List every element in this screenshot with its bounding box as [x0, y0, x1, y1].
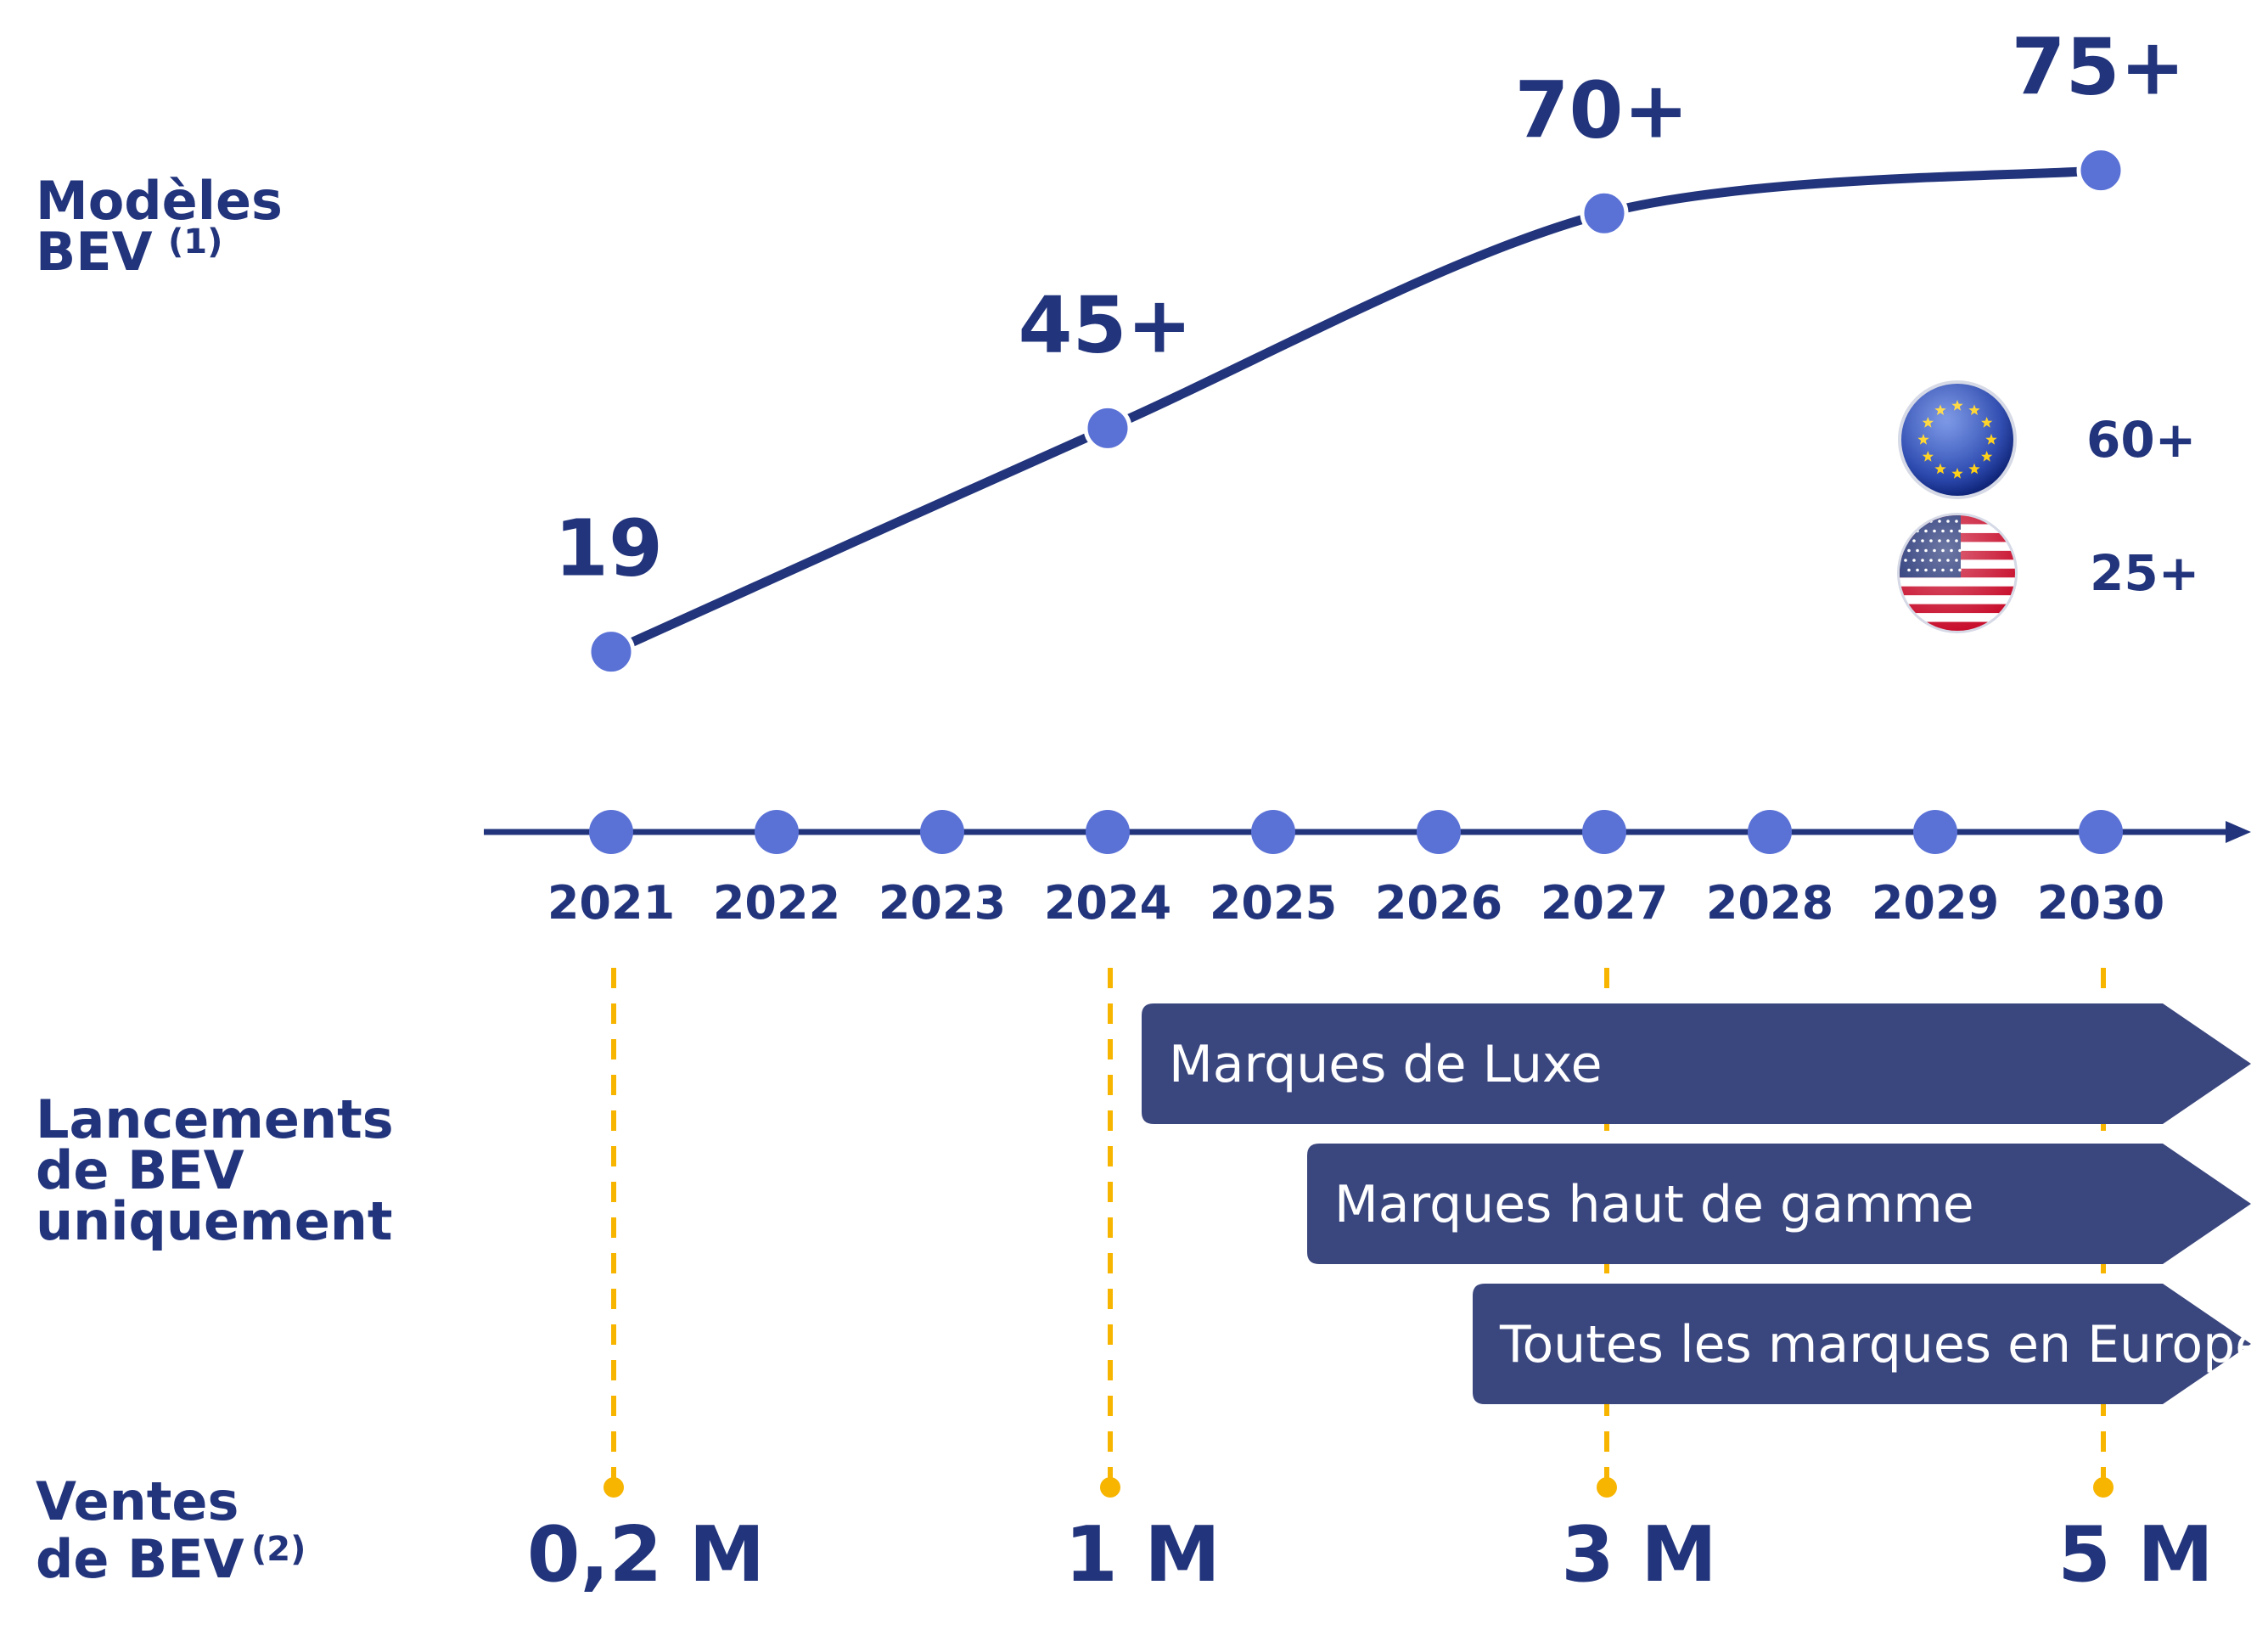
models-label-text: BEV [36, 221, 153, 283]
launch-arrow-label: Marques de Luxe [1169, 1035, 1603, 1094]
us-flag-icon [1897, 513, 2018, 633]
models-line [606, 166, 2106, 657]
axis-point-2027 [1582, 810, 1626, 854]
sales-dot-2021 [603, 1477, 624, 1498]
launch-arrow-label: Toutes les marques en Europe [1499, 1315, 2266, 1374]
axis-point-2030 [2079, 810, 2123, 854]
models-value-2021: 19 [554, 503, 663, 594]
year-label-2029: 2029 [1872, 876, 1999, 930]
axis-point-2023 [920, 810, 964, 854]
row-label-sales: Ventes de BEV (2) [36, 1470, 306, 1590]
row-label-launches: Lancements de BEV uniquement [36, 1088, 394, 1252]
sales-value-2030: 5 M [2057, 1510, 2214, 1599]
us-star [1921, 520, 1924, 523]
sales-dot-2027 [1597, 1477, 1617, 1498]
year-label-2027: 2027 [1541, 876, 1668, 930]
models-curve: 19 45+ 70+ 75+ [554, 22, 2186, 677]
models-point-2030 [2076, 146, 2125, 195]
launch-arrow-2: Marques haut de gamme [1307, 1144, 2251, 1264]
models-point-2024 [1083, 403, 1132, 452]
legend-eu-value: 60+ [2086, 411, 2196, 469]
us-star [1904, 520, 1907, 523]
sales-label-line-2: de BEV [36, 1528, 244, 1590]
sales-value-2024: 1 M [1064, 1510, 1221, 1599]
sales-value-2027: 3 M [1561, 1510, 1717, 1599]
sales-values: 0,2 M 1 M 3 M 5 M [527, 1510, 2214, 1599]
timeline-axis: 2021 2022 2023 2024 2025 2026 2027 2028 2029 2030 [484, 810, 2251, 930]
models-superscript: (1) [168, 222, 222, 261]
launch-arrow-shape [1473, 1284, 2251, 1404]
eu-flag-icon [1898, 380, 2017, 499]
sales-value-2021: 0,2 M [527, 1510, 765, 1599]
row-label-models: Modèles BEV (1) [36, 170, 283, 283]
axis-arrowhead [2226, 821, 2251, 843]
launch-arrow-1: Marques de Luxe [1142, 1003, 2251, 1124]
launch-arrow-shape [1142, 1003, 2251, 1124]
launches-label-line-3: uniquement [36, 1190, 393, 1252]
axis-point-2024 [1086, 810, 1130, 854]
year-label-2026: 2026 [1375, 876, 1502, 930]
legend-us-value: 25+ [2090, 544, 2199, 602]
models-value-2030: 75+ [2011, 22, 2185, 113]
year-label-2021: 2021 [547, 876, 675, 930]
axis-point-2029 [1913, 810, 1957, 854]
models-point-2021 [587, 627, 636, 677]
models-label-line-2: BEV [36, 221, 153, 283]
year-label-2030: 2030 [2037, 876, 2164, 930]
models-value-2027: 70+ [1514, 65, 1688, 155]
year-label-2025: 2025 [1210, 876, 1337, 930]
launches-label-line-2: de BEV [36, 1139, 244, 1201]
launches-label-line-1: Lancements [36, 1088, 394, 1150]
launch-arrow-3: Toutes les marques en Europe [1473, 1284, 2266, 1404]
year-label-2024: 2024 [1044, 876, 1171, 930]
axis-point-2028 [1748, 810, 1792, 854]
axis-point-2026 [1417, 810, 1461, 854]
year-label-2028: 2028 [1706, 876, 1833, 930]
us-star [1907, 529, 1911, 533]
launch-arrow-shape [1307, 1144, 2251, 1264]
sales-dot-2030 [2093, 1477, 2114, 1498]
legend: 60+ 25+ [1897, 380, 2199, 633]
axis-point-2025 [1251, 810, 1295, 854]
launch-arrow-label: Marques haut de gamme [1334, 1175, 1974, 1234]
models-label-line-1: Modèles [36, 170, 283, 232]
us-star [1912, 520, 1916, 523]
models-point-2027 [1580, 188, 1629, 238]
year-label-2022: 2022 [713, 876, 840, 930]
axis-point-2021 [589, 810, 633, 854]
models-value-2024: 45+ [1018, 279, 1192, 370]
year-label-2023: 2023 [879, 876, 1006, 930]
axis-point-2022 [755, 810, 799, 854]
sales-label-line-1: Ventes [36, 1470, 239, 1532]
sales-dot-2024 [1100, 1477, 1120, 1498]
sales-superscript: (2) [251, 1530, 306, 1569]
